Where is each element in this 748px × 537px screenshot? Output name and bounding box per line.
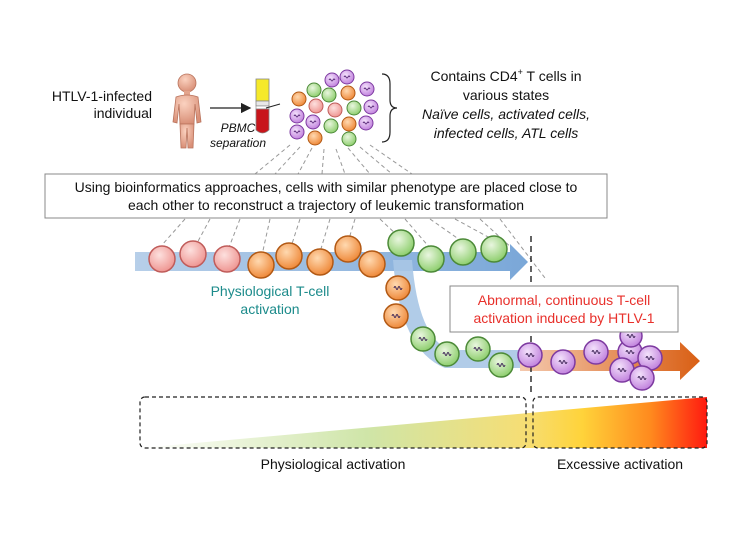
abnormal-label-line2: activation induced by HTLV-1: [473, 310, 654, 326]
pbmc-label-line1: PBMC: [221, 121, 256, 135]
contents-line3: Naïve cells, activated cells,: [422, 106, 590, 122]
contents-line2: various states: [463, 87, 549, 103]
physiological-range-box: [139, 396, 527, 449]
activation-gradient: [140, 397, 707, 448]
brace: [381, 73, 398, 143]
spread-lines-top: [254, 144, 413, 175]
excessive-range-box: [532, 396, 708, 449]
method-line2: each other to reconstruct a trajectory o…: [128, 197, 524, 213]
excessive-activation-label: Excessive activation: [557, 456, 683, 472]
physiological-activation-label: Physiological activation: [261, 456, 406, 472]
physiological-label-line2: activation: [240, 301, 299, 317]
individual-label-line2: individual: [94, 105, 152, 121]
trajectory-cells: [148, 229, 508, 279]
abnormal-label-line1: Abnormal, continuous T-cell: [478, 292, 651, 308]
abnormal-box: [449, 285, 679, 333]
infection-marks: [391, 286, 655, 380]
individual-label-line1: HTLV-1-infected: [52, 88, 152, 104]
contents-line4: infected cells, ATL cells: [434, 125, 578, 141]
blood-tube-icon: [255, 78, 281, 134]
method-line1: Using bioinformatics approaches, cells w…: [75, 179, 578, 195]
human-figure-icon: [172, 73, 202, 149]
pbmc-label-line2: separation: [210, 136, 266, 150]
cell-cluster: [289, 69, 379, 147]
contents-line1: Contains CD4+ T cells in: [430, 67, 581, 84]
method-box: [44, 173, 608, 219]
physiological-label-line1: Physiological T-cell: [211, 283, 330, 299]
